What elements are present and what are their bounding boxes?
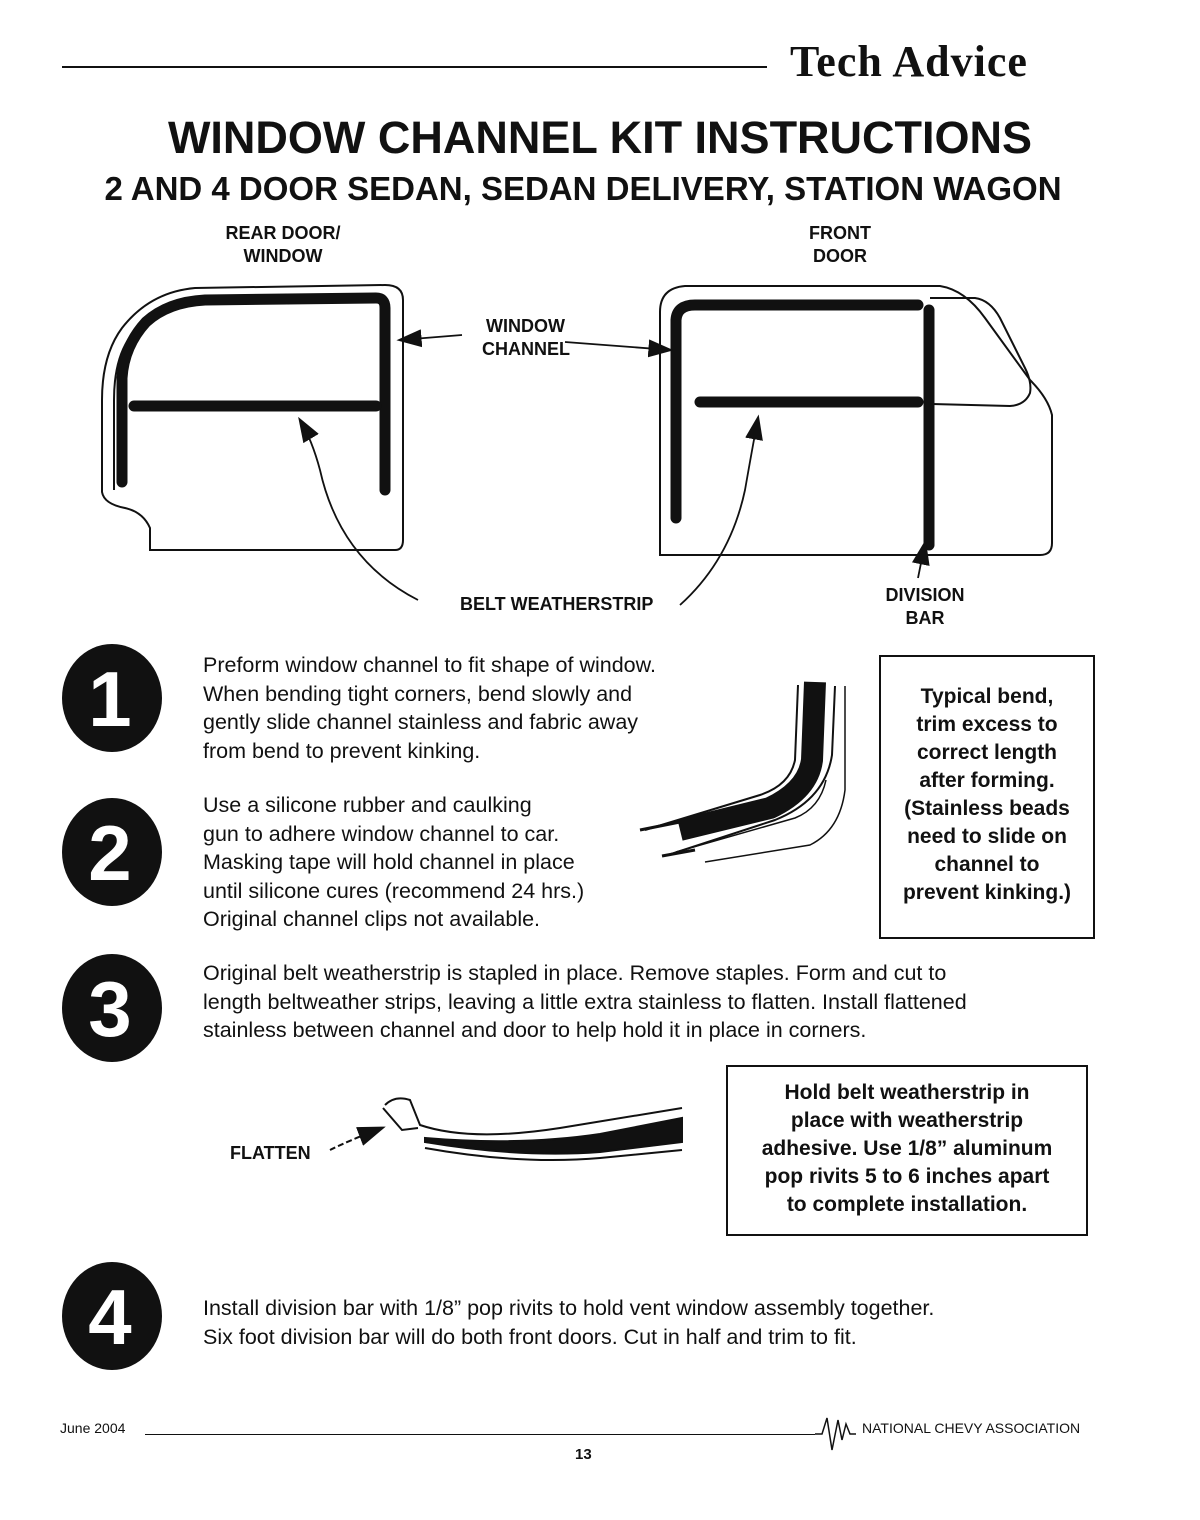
front-door-label-line1: FRONT [809, 223, 871, 243]
rear-door-label: REAR DOOR/ WINDOW [198, 222, 368, 268]
page-title: WINDOW CHANNEL KIT INSTRUCTIONS [167, 112, 1033, 163]
heartbeat-logo-icon [815, 1417, 856, 1451]
front-door-label-line2: DOOR [813, 246, 867, 266]
page-number: 13 [575, 1446, 592, 1463]
rear-door-label-line2: WINDOW [243, 246, 323, 266]
section-name: Tech Advice [790, 37, 1028, 86]
step-1-line: from bend to prevent kinking. [203, 738, 481, 763]
flatten-belt-illustration [329, 1097, 683, 1162]
note-line: prevent kinking.) [902, 881, 1072, 904]
step-3-line: stainless between channel and door to he… [203, 1018, 867, 1042]
footer-date: June 2004 [60, 1420, 126, 1436]
window-channel-label-line2: CHANNEL [482, 339, 570, 359]
step-3-line: Original belt weatherstrip is stapled in… [203, 961, 947, 985]
window-channel-label-line1: WINDOW [486, 316, 565, 336]
note-line: place with weatherstrip [790, 1109, 1024, 1132]
step-1-number: 1 [88, 655, 131, 743]
note-line: to complete installation. [786, 1193, 1028, 1216]
division-bar-label: DIVISION BAR [880, 584, 970, 630]
step-1-badge: 1 [62, 644, 162, 752]
step-4-line: Six foot division bar will do both front… [203, 1324, 857, 1349]
step-1-line: gently slide channel stainless and fabri… [203, 710, 639, 734]
step-2-text: Use a silicone rubber and caulking gun t… [203, 791, 643, 934]
note-line: correct length [916, 741, 1058, 764]
note-line: adhesive. Use 1/8” aluminum [761, 1137, 1053, 1160]
note-line: need to slide on [907, 825, 1067, 848]
note-line: Typical bend, [920, 685, 1054, 708]
front-door-outline [659, 285, 1053, 556]
rear-window-channel [116, 292, 391, 496]
window-channel-label: WINDOW CHANNEL [470, 315, 590, 361]
step-4-line: Install division bar with 1/8” pop rivit… [203, 1296, 935, 1320]
note-line: channel to [934, 853, 1040, 876]
division-bar-label-line2: BAR [905, 608, 945, 628]
step-1-line: Preform window channel to fit shape of w… [203, 653, 656, 677]
step-2-badge: 2 [62, 798, 162, 906]
step-1-text: Preform window channel to fit shape of w… [203, 651, 723, 765]
footer-rule [145, 1434, 815, 1435]
note-line: trim excess to [916, 713, 1058, 736]
footer-organization: NATIONAL CHEVY ASSOCIATION [862, 1420, 1081, 1436]
note-line: Hold belt weatherstrip in [784, 1081, 1030, 1104]
note-line: after forming. [919, 769, 1055, 792]
flatten-label: FLATTEN [230, 1143, 311, 1163]
note-line: pop rivits 5 to 6 inches apart [764, 1165, 1050, 1188]
note-line: (Stainless beads [904, 797, 1070, 820]
step-2-line: Masking tape will hold channel in place [203, 850, 575, 874]
typical-bend-illustration [639, 681, 846, 863]
step-3-number: 3 [88, 965, 131, 1053]
header-rule [62, 66, 767, 68]
callout-arrows [298, 329, 930, 606]
front-door-label: FRONT DOOR [780, 222, 900, 268]
step-4-number: 4 [88, 1273, 131, 1361]
step-2-line: Use a silicone rubber and caulking [203, 793, 532, 817]
belt-weatherstrip-note: Hold belt weatherstrip in place with wea… [726, 1065, 1088, 1236]
rear-door-label-line1: REAR DOOR/ [225, 223, 341, 243]
step-4-text: Install division bar with 1/8” pop rivit… [203, 1294, 1063, 1351]
step-3-text: Original belt weatherstrip is stapled in… [203, 959, 1063, 1045]
page-subtitle: 2 AND 4 DOOR SEDAN, SEDAN DELIVERY, STAT… [104, 170, 1062, 207]
division-bar-label-line1: DIVISION [885, 585, 965, 605]
step-1-line: When bending tight corners, bend slowly … [203, 681, 633, 706]
belt-weatherstrip-label: BELT WEATHERSTRIP [460, 594, 654, 614]
front-window-channel [670, 299, 935, 551]
step-2-line: Original channel clips not available. [203, 907, 541, 931]
step-3-line: length beltweather strips, leaving a lit… [203, 989, 967, 1014]
step-2-line: gun to adhere window channel to car. [203, 821, 560, 846]
typical-bend-note: Typical bend, trim excess to correct len… [879, 655, 1095, 939]
step-2-number: 2 [88, 809, 131, 897]
step-4-badge: 4 [62, 1262, 162, 1370]
step-3-badge: 3 [62, 954, 162, 1062]
step-2-line: until silicone cures (recommend 24 hrs.) [203, 878, 585, 903]
